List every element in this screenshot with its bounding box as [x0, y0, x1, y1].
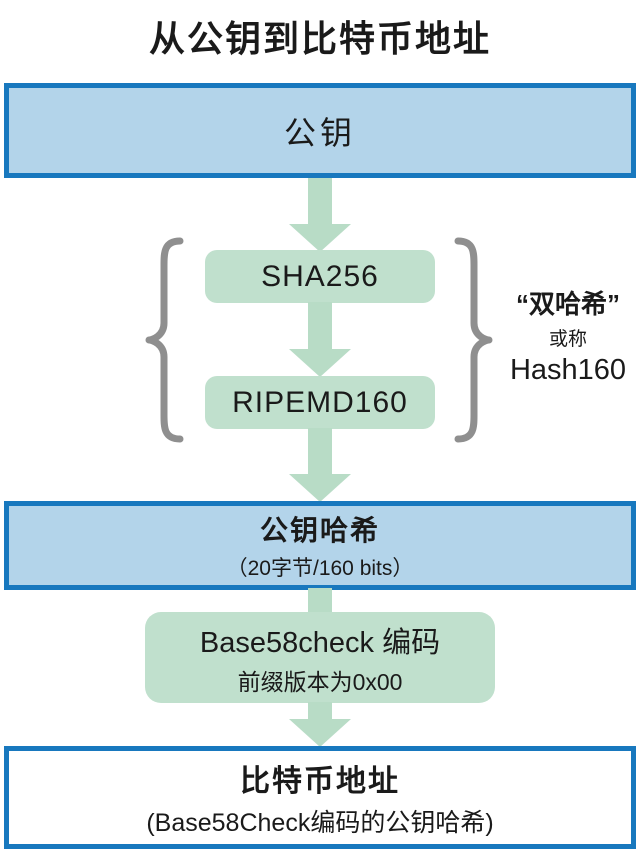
- node-sha256-label: SHA256: [261, 259, 379, 293]
- node-ripemd160-label: RIPEMD160: [232, 385, 408, 419]
- arrow-head: [289, 474, 351, 502]
- diagram-title: 从公钥到比特币地址: [148, 18, 491, 59]
- node-sha256: SHA256: [205, 250, 435, 303]
- node-bitcoin-address-sublabel: (Base58Check编码的公钥哈希): [146, 809, 494, 837]
- right-brace: [454, 237, 493, 443]
- node-public-key-label: 公钥: [283, 114, 356, 151]
- arrow-down-icon: [289, 702, 351, 747]
- node-public-key-hash: 公钥哈希 （20字节/160 bits）: [4, 501, 636, 590]
- node-ripemd160: RIPEMD160: [205, 376, 435, 429]
- arrow-shaft: [308, 302, 332, 350]
- annotation-name: Hash160: [509, 354, 627, 386]
- node-public-key-hash-sublabel: （20字节/160 bits）: [226, 557, 414, 580]
- arrow-down-icon: [289, 302, 351, 377]
- left-brace: [145, 237, 184, 443]
- arrow-shaft: [308, 428, 332, 475]
- node-base58check-label: Base58check 编码: [199, 626, 441, 659]
- arrow-head: [289, 719, 351, 747]
- node-bitcoin-address: 比特币地址 (Base58Check编码的公钥哈希): [4, 746, 636, 849]
- node-public-key-hash-label: 公钥哈希: [259, 515, 380, 546]
- annotation-alias: 或称: [548, 329, 587, 350]
- arrow-shaft: [308, 702, 332, 720]
- hash160-annotation: “双哈希” 或称 Hash160: [496, 284, 640, 387]
- node-base58check-sublabel: 前缀版本为0x00: [237, 668, 403, 695]
- arrow-down-icon: [289, 178, 351, 252]
- node-base58check: Base58check 编码 前缀版本为0x00: [145, 612, 495, 703]
- connector-line: [308, 588, 332, 614]
- arrow-head: [289, 224, 351, 252]
- arrow-shaft: [308, 178, 332, 225]
- arrow-down-icon: [289, 428, 351, 502]
- node-bitcoin-address-label: 比特币地址: [240, 765, 400, 798]
- arrow-head: [289, 349, 351, 377]
- annotation-quote: “双哈希”: [515, 289, 620, 319]
- node-public-key: 公钥: [4, 83, 636, 178]
